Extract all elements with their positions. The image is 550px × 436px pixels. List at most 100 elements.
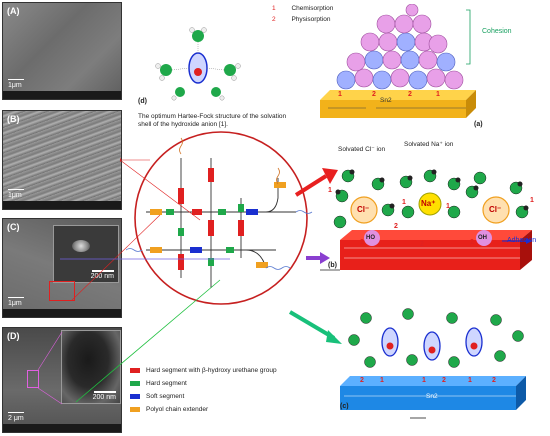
water-molecule-right	[224, 63, 241, 81]
ho-label: HO	[366, 235, 375, 241]
legend-chemisorption-label: Chemisorption	[291, 5, 334, 12]
svg-text:2: 2	[394, 223, 398, 230]
water-molecule-bottom-right	[211, 87, 225, 101]
segment-hard	[166, 204, 244, 266]
svg-text:1: 1	[468, 377, 472, 384]
cohesion-cluster	[336, 4, 464, 90]
legend-physisorption-number: 2	[272, 16, 276, 23]
legend-label-hard-bhu: Hard segment with β-hydroxy urethane gro…	[146, 367, 277, 374]
legend-item-hard-bhu: Hard segment with β-hydroxy urethane gro…	[130, 367, 277, 374]
svg-text:2: 2	[360, 239, 364, 246]
segment-soft	[190, 209, 258, 253]
inset-scale-label-c: 200 nm	[90, 273, 114, 280]
hydroxide-ion	[188, 52, 208, 84]
na-label: Na⁺	[421, 199, 436, 208]
svg-text:1: 1	[338, 91, 342, 98]
highlight-box-d	[27, 370, 39, 388]
legend-item-polyol: Polyol chain extender	[130, 406, 208, 413]
water-molecule-left	[155, 63, 172, 81]
legend-chemisorption-number: 1	[272, 5, 276, 12]
particle-cluster	[72, 240, 90, 252]
panel-c-tag: (c)	[340, 403, 349, 410]
svg-text:1: 1	[530, 197, 534, 204]
sem-info-bar-b	[3, 201, 121, 209]
adhesion-label: Adhesion	[507, 237, 537, 244]
svg-text:2: 2	[408, 91, 412, 98]
panel-c-diagram: 2 1 1 2 1 2	[340, 308, 526, 419]
scale-bar-b	[8, 189, 24, 190]
scale-bar-label-a: 1μm	[8, 82, 22, 89]
sem-info-bar-c	[3, 309, 121, 317]
cl-label-right: Cl⁻	[489, 205, 502, 214]
svg-text:1: 1	[380, 377, 384, 384]
cl-label-left: Cl⁻	[357, 205, 370, 214]
solvated-cl-label: Solvated Cl⁻ ion	[338, 146, 386, 153]
sem-info-bar-a	[3, 91, 121, 99]
sem-panel-c: (C) 200 nm 1μm	[2, 218, 122, 318]
na-ion	[418, 192, 442, 216]
highlight-box-c	[49, 281, 75, 301]
sem-panel-b: (B) 1μm	[2, 110, 122, 210]
inset-scale-bar-d	[94, 391, 116, 393]
legend-label-soft: Soft segment	[146, 393, 185, 400]
water-molecule-top	[189, 27, 207, 42]
sem-panel-a: (A) 1μm	[2, 2, 122, 100]
svg-text:1: 1	[328, 187, 332, 194]
oh-ion-1	[381, 327, 399, 357]
scale-bar-d	[8, 412, 24, 413]
inset-image-c: 200 nm	[53, 225, 119, 283]
panel-d-caption: The optimum Hartee-Fock structure of the…	[138, 113, 287, 128]
panel-a-diagram: 1 2 2 1	[320, 4, 476, 118]
panel-b-tag: (b)	[328, 262, 337, 269]
legend-swatch-hard	[130, 381, 140, 386]
panel-a-tag: (a)	[474, 121, 483, 128]
svg-text:2: 2	[442, 377, 446, 384]
segment-polyol	[150, 182, 286, 268]
panel-letter-c: (C)	[7, 222, 20, 232]
hydroxide-solvation-diagram	[155, 27, 241, 101]
oh-ion-2	[423, 331, 441, 361]
oh-label: OH	[478, 235, 487, 241]
inset-scale-bar-c	[92, 270, 114, 272]
inset-scale-label-d: 200 nm	[92, 394, 116, 401]
legend-swatch-polyol	[130, 407, 140, 412]
svg-text:1: 1	[402, 199, 406, 206]
panel-a-sn: Sn2	[380, 97, 392, 104]
svg-text:2: 2	[470, 239, 474, 246]
svg-text:2: 2	[360, 377, 364, 384]
svg-text:2: 2	[372, 91, 376, 98]
inset-image-d: 200 nm	[61, 330, 121, 404]
scale-bar-c	[8, 297, 24, 298]
sem-info-bar-d	[3, 424, 121, 432]
polymer-network-diagram	[126, 131, 313, 305]
svg-text:2: 2	[420, 241, 424, 248]
panel-letter-a: (A)	[7, 6, 20, 16]
panel-c-sn: Sn2	[426, 393, 438, 400]
legend-chemisorption: 1 Chemisorption	[272, 5, 333, 12]
legend-physisorption-label: Physisorption	[291, 16, 331, 23]
panel-d-tag: (d)	[138, 98, 147, 105]
water-molecule-bottom-left	[171, 87, 185, 101]
svg-text:2: 2	[492, 377, 496, 384]
legend-label-hard: Hard segment	[146, 380, 187, 387]
legend-physisorption: 2 Physisorption	[272, 16, 330, 23]
scale-bar-label-c: 1μm	[8, 300, 22, 307]
legend-label-polyol: Polyol chain extender	[146, 406, 209, 413]
scale-bar-label-b: 1μm	[8, 192, 22, 199]
segment-hard-bhu	[178, 168, 244, 270]
panel-letter-b: (B)	[7, 114, 20, 124]
scale-bar-label-d: 2 μm	[8, 415, 24, 422]
legend-item-soft: Soft segment	[130, 393, 184, 400]
svg-text:1: 1	[436, 91, 440, 98]
cl-ion-left	[350, 196, 378, 224]
solvated-na-label: Solvated Na⁺ ion	[404, 141, 454, 148]
scale-bar-a	[8, 79, 24, 80]
cl-ion-right	[482, 196, 510, 224]
legend-item-hard: Hard segment	[130, 380, 187, 387]
legend-swatch-soft	[130, 394, 140, 399]
oh-ion-3	[465, 327, 483, 357]
svg-text:1: 1	[422, 377, 426, 384]
legend-swatch-hard-bhu	[130, 368, 140, 373]
